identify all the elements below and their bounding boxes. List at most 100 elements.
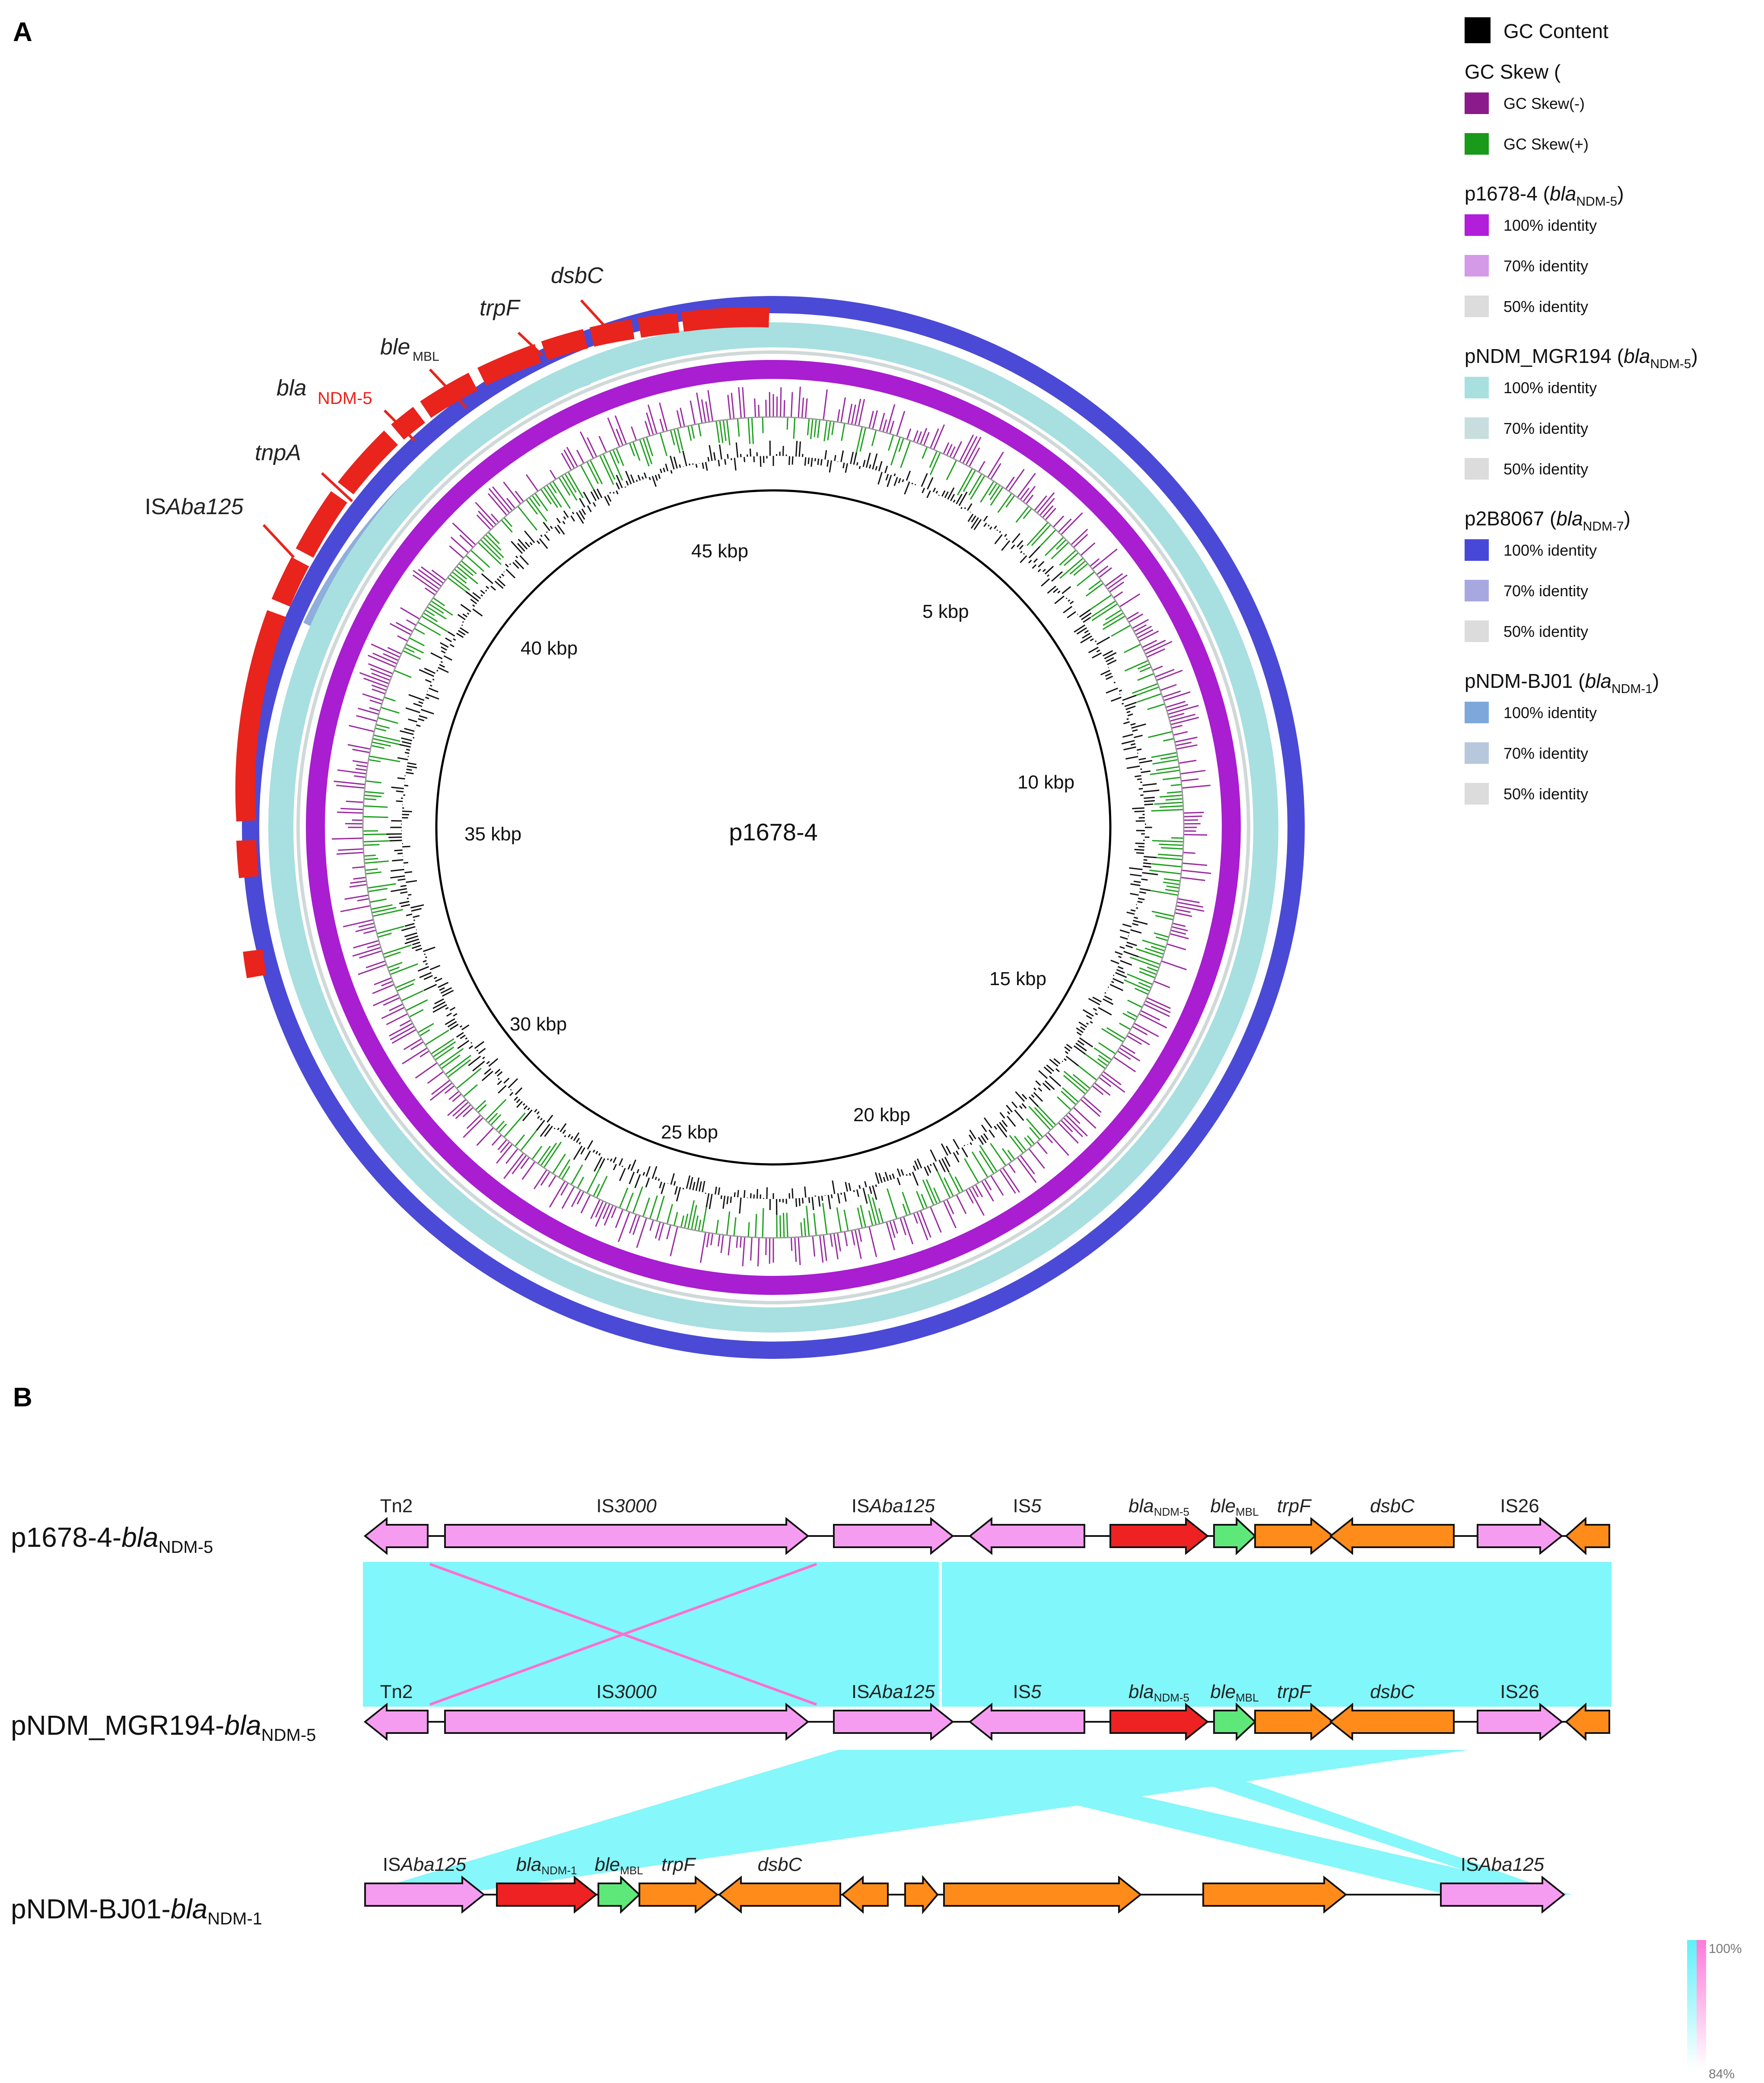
gene-label: trpF bbox=[1277, 1681, 1312, 1702]
identity-scale-pink bbox=[1697, 1940, 1706, 2070]
gene-label: IS3000 bbox=[596, 1681, 657, 1702]
gene-label: blaNDM-5 bbox=[1128, 1681, 1189, 1704]
gene-arrow bbox=[1202, 1875, 1348, 1914]
gene-label: blaNDM-1 bbox=[516, 1854, 577, 1877]
blast-link bbox=[847, 1750, 1573, 1895]
legend-header: p2B8067 (blaNDM-7) bbox=[1465, 507, 1631, 534]
gene-arrow bbox=[841, 1875, 889, 1914]
gene-label: bleMBL bbox=[1210, 1495, 1259, 1518]
legend-swatch bbox=[1465, 133, 1489, 155]
gene-label: dsbC bbox=[758, 1854, 803, 1875]
gene-arc bbox=[391, 407, 425, 440]
gene-label: dsbC bbox=[1370, 1681, 1415, 1702]
ring-p2B8067 bbox=[242, 296, 1305, 1359]
gene-arrow bbox=[833, 1517, 954, 1555]
plasmid-title: p1678-4 bbox=[729, 818, 818, 846]
gene-arrow bbox=[363, 1702, 429, 1741]
gene-arrow bbox=[1254, 1517, 1335, 1555]
legend-swatch bbox=[1465, 702, 1489, 723]
gene-label: Tn2 bbox=[380, 1681, 413, 1702]
gene-arrow bbox=[1564, 1702, 1610, 1741]
inner-backbone-circle bbox=[435, 489, 1112, 1166]
legend-item-label: 100% identity bbox=[1503, 379, 1597, 397]
annot-ble: ble bbox=[380, 334, 410, 359]
legend-item-label: 50% identity bbox=[1503, 623, 1588, 640]
annot-isaba125: ISAba125 bbox=[145, 494, 244, 519]
legend-swatch bbox=[1465, 417, 1489, 439]
gene-arc bbox=[477, 344, 541, 386]
legend-swatch bbox=[1465, 255, 1489, 277]
gene-label: ISAba125 bbox=[1461, 1854, 1545, 1875]
annot-tnpa: tnpA bbox=[255, 440, 301, 465]
gene-arrow bbox=[1213, 1702, 1256, 1741]
tick-15-kbp: 15 kbp bbox=[989, 968, 1046, 989]
tick-10-kbp: 10 kbp bbox=[1017, 772, 1074, 793]
gene-arrow bbox=[1329, 1517, 1455, 1555]
blast-links-2-3 bbox=[365, 1750, 1573, 1895]
legend-item-label: 100% identity bbox=[1503, 216, 1597, 234]
annot-dsbc: dsbC bbox=[551, 263, 604, 288]
gene-label: IS26 bbox=[1500, 1495, 1539, 1517]
legend-item-label: 50% identity bbox=[1503, 460, 1588, 478]
gene-label: IS26 bbox=[1500, 1681, 1539, 1702]
inverted-link bbox=[429, 1563, 817, 1706]
gene-label: bleMBL bbox=[594, 1854, 643, 1877]
gene-arrow bbox=[496, 1875, 598, 1914]
blast-links-1-2 bbox=[363, 1562, 1611, 1707]
gene-arrow bbox=[598, 1875, 641, 1914]
gene-arrow bbox=[1213, 1517, 1256, 1555]
gene-arrow bbox=[364, 1875, 486, 1914]
gene-arc bbox=[243, 949, 267, 978]
gc-content-track bbox=[386, 440, 1160, 1215]
blast-link bbox=[365, 1750, 1469, 1892]
gene-arrow bbox=[444, 1702, 810, 1741]
gene-arrow bbox=[1329, 1702, 1455, 1741]
scale-bottom-label: 84% bbox=[1709, 2067, 1735, 2081]
gene-arrow bbox=[943, 1875, 1142, 1914]
gene-arrow bbox=[968, 1517, 1085, 1555]
gene-arrow bbox=[718, 1875, 841, 1914]
gc-skew-baseline bbox=[362, 416, 1185, 1239]
legend-header: pNDM-BJ01 (blaNDM-1) bbox=[1465, 670, 1659, 696]
legend-item-label: GC Skew(-) bbox=[1503, 95, 1585, 112]
legend-item-label: 50% identity bbox=[1503, 785, 1588, 803]
gene-arrow bbox=[1564, 1517, 1610, 1555]
tick-40-kbp: 40 kbp bbox=[521, 638, 578, 659]
gene-arrow bbox=[1109, 1702, 1209, 1741]
gene-label: IS3000 bbox=[596, 1495, 657, 1517]
legend-swatch bbox=[1465, 742, 1489, 764]
tick-35-kbp: 35 kbp bbox=[464, 824, 521, 845]
ring-separator bbox=[296, 350, 1250, 1304]
gene-arc bbox=[589, 319, 635, 347]
tick-20-kbp: 20 kbp bbox=[853, 1104, 910, 1126]
legend-header: GC Skew ( bbox=[1465, 60, 1561, 83]
annot-trpf: trpF bbox=[480, 296, 521, 321]
ring-pNDM-MGR194 bbox=[268, 322, 1278, 1332]
gene-arc bbox=[235, 610, 286, 822]
legend-swatch bbox=[1465, 377, 1489, 398]
gene-arc bbox=[681, 307, 769, 332]
legend-swatch bbox=[1465, 458, 1489, 480]
legend-swatch bbox=[1465, 214, 1489, 236]
gene-label: IS5 bbox=[1013, 1495, 1042, 1517]
scale-top-label: 100% bbox=[1709, 1942, 1742, 1956]
annot-bla-sub: NDM-5 bbox=[318, 389, 372, 408]
gene-arc bbox=[236, 840, 259, 878]
gene-label: dsbC bbox=[1370, 1495, 1415, 1517]
legend-swatch bbox=[1465, 620, 1489, 642]
legend-item-label: 70% identity bbox=[1503, 582, 1588, 600]
gene-label: trpF bbox=[661, 1854, 696, 1875]
gene-arrow bbox=[968, 1702, 1085, 1741]
legend-item-label: 100% identity bbox=[1503, 541, 1597, 559]
gene-arrow bbox=[1109, 1517, 1209, 1555]
track-label-2: pNDM_MGR194-blaNDM-5 bbox=[11, 1710, 316, 1745]
legend-swatch bbox=[1465, 92, 1489, 114]
linear-comparison: p1678-4-blaNDM-5 pNDM_MGR194-blaNDM-5 pN… bbox=[11, 1495, 1742, 2081]
gene-arrow bbox=[444, 1517, 810, 1555]
legend-swatch bbox=[1465, 539, 1489, 561]
track-label-1: p1678-4-blaNDM-5 bbox=[11, 1522, 213, 1557]
